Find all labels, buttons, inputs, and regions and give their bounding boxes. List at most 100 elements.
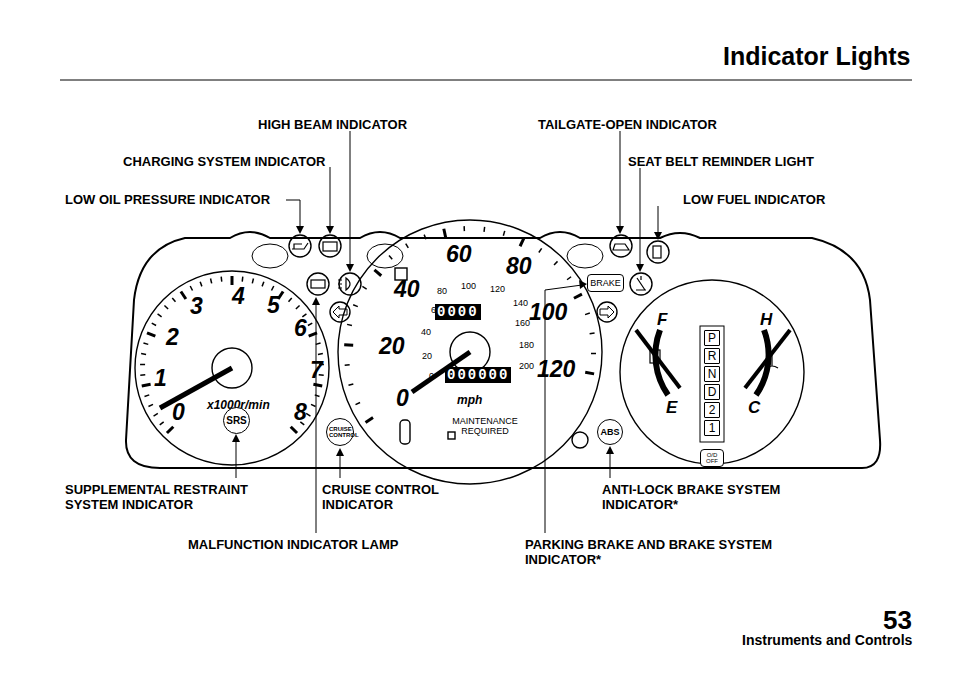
tick — [374, 270, 381, 276]
tick — [353, 305, 358, 307]
speed-number: 80 — [506, 253, 532, 279]
tick — [164, 306, 168, 309]
tick — [142, 384, 151, 386]
tick — [503, 231, 504, 236]
seat-belt-symbol — [636, 276, 646, 290]
tick — [145, 395, 150, 397]
kmh-number: 100 — [461, 281, 476, 291]
gear-cell: R — [704, 348, 720, 364]
tachometer-face — [135, 271, 329, 465]
tick — [574, 294, 582, 298]
gear-cell: 2 — [704, 402, 720, 418]
kmh-number: 180 — [519, 340, 534, 350]
trip-knob — [400, 420, 410, 444]
left-turn-icon — [330, 302, 350, 322]
gear-cell: D — [704, 384, 720, 400]
callout-label: CHARGING SYSTEM INDICATOR — [123, 155, 325, 170]
gear-cell: N — [704, 366, 720, 382]
engine-symbol — [311, 280, 325, 288]
cruise-control-badge: CRUISE CONTROL — [326, 418, 354, 446]
badge-text: CRUISE CONTROL — [329, 426, 351, 438]
high-beam-symbol — [338, 278, 350, 290]
tick — [366, 417, 373, 422]
tick — [355, 402, 360, 404]
badge-text: R — [708, 350, 717, 362]
tach-number: 2 — [166, 324, 179, 350]
page-title: Indicator Lights — [723, 42, 911, 71]
tick — [463, 226, 465, 231]
callout-label: TAILGATE-OPEN INDICATOR — [538, 118, 717, 133]
maintenance-lamp-label: MAINTENANCE REQUIRED — [440, 416, 530, 437]
badge-text: BRAKE — [590, 279, 621, 288]
gauge-mark: E — [666, 398, 677, 418]
tick — [241, 277, 243, 282]
tick — [148, 404, 153, 406]
callout-label: LOW FUEL INDICATOR — [683, 193, 825, 208]
tick — [296, 306, 300, 309]
tick — [313, 384, 322, 386]
callout-label: SEAT BELT REMINDER LIGHT — [628, 155, 814, 170]
callout-label: LOW OIL PRESSURE INDICATOR — [65, 193, 270, 208]
right-turn-icon — [597, 302, 617, 322]
maintenance-lamp — [448, 432, 455, 439]
gear-display — [700, 326, 724, 442]
speed-number: 120 — [537, 356, 575, 382]
right-arrow-symbol — [600, 306, 614, 318]
tach-number: 3 — [190, 293, 203, 319]
badge-text: P — [708, 332, 716, 344]
tick — [406, 244, 409, 248]
gauge-mark: C — [748, 398, 760, 418]
gauge-mark: H — [760, 310, 772, 330]
page-number: 53 — [883, 606, 912, 636]
badge-text: N — [708, 368, 717, 380]
tick — [585, 372, 594, 374]
tach-number: 5 — [267, 292, 280, 318]
badge-text: O/D OFF — [703, 452, 721, 464]
speed-number: 0 — [396, 385, 409, 411]
oil-can-symbol — [292, 243, 308, 249]
gauge-mark: F — [657, 310, 667, 330]
tick — [585, 313, 590, 315]
kmh-number: 200 — [519, 361, 534, 371]
tick — [271, 286, 273, 290]
tick — [345, 364, 350, 366]
tick — [167, 427, 173, 433]
header-rule — [60, 80, 912, 81]
high-beam-icon — [339, 273, 361, 295]
tick — [289, 298, 292, 302]
tick — [190, 286, 192, 290]
badge-text: 2 — [709, 404, 716, 416]
speed-number: 60 — [446, 241, 472, 267]
badge-text: SRS — [226, 416, 247, 426]
temp-scale — [756, 330, 769, 395]
tick — [424, 235, 426, 240]
tick — [362, 286, 366, 289]
odometer-display: 000000 — [445, 367, 511, 383]
tick — [160, 422, 164, 425]
callout-label: CRUISE CONTROL INDICATOR — [322, 483, 462, 513]
tach-number: 0 — [172, 399, 185, 425]
tick — [444, 229, 446, 238]
tach-number: 8 — [294, 399, 307, 425]
tick — [344, 343, 353, 347]
tick — [172, 298, 175, 302]
fuel-gauge-symbol — [650, 350, 660, 363]
kmh-number: 140 — [513, 298, 528, 308]
tick — [348, 384, 353, 385]
tick — [200, 282, 202, 287]
gear-cell: 1 — [704, 420, 720, 436]
tick — [590, 332, 595, 334]
oil-pressure-icon — [289, 235, 311, 257]
tach-number: 4 — [232, 283, 245, 309]
tick — [140, 374, 145, 376]
tick — [315, 395, 320, 397]
callout-label: PARKING BRAKE AND BRAKE SYSTEM INDICATOR… — [525, 538, 800, 568]
tick — [152, 323, 156, 325]
tick — [143, 343, 148, 344]
tick — [154, 413, 158, 416]
kmh-number: 40 — [421, 327, 431, 337]
tick — [306, 413, 310, 416]
tick — [158, 314, 162, 317]
tick — [181, 292, 186, 299]
